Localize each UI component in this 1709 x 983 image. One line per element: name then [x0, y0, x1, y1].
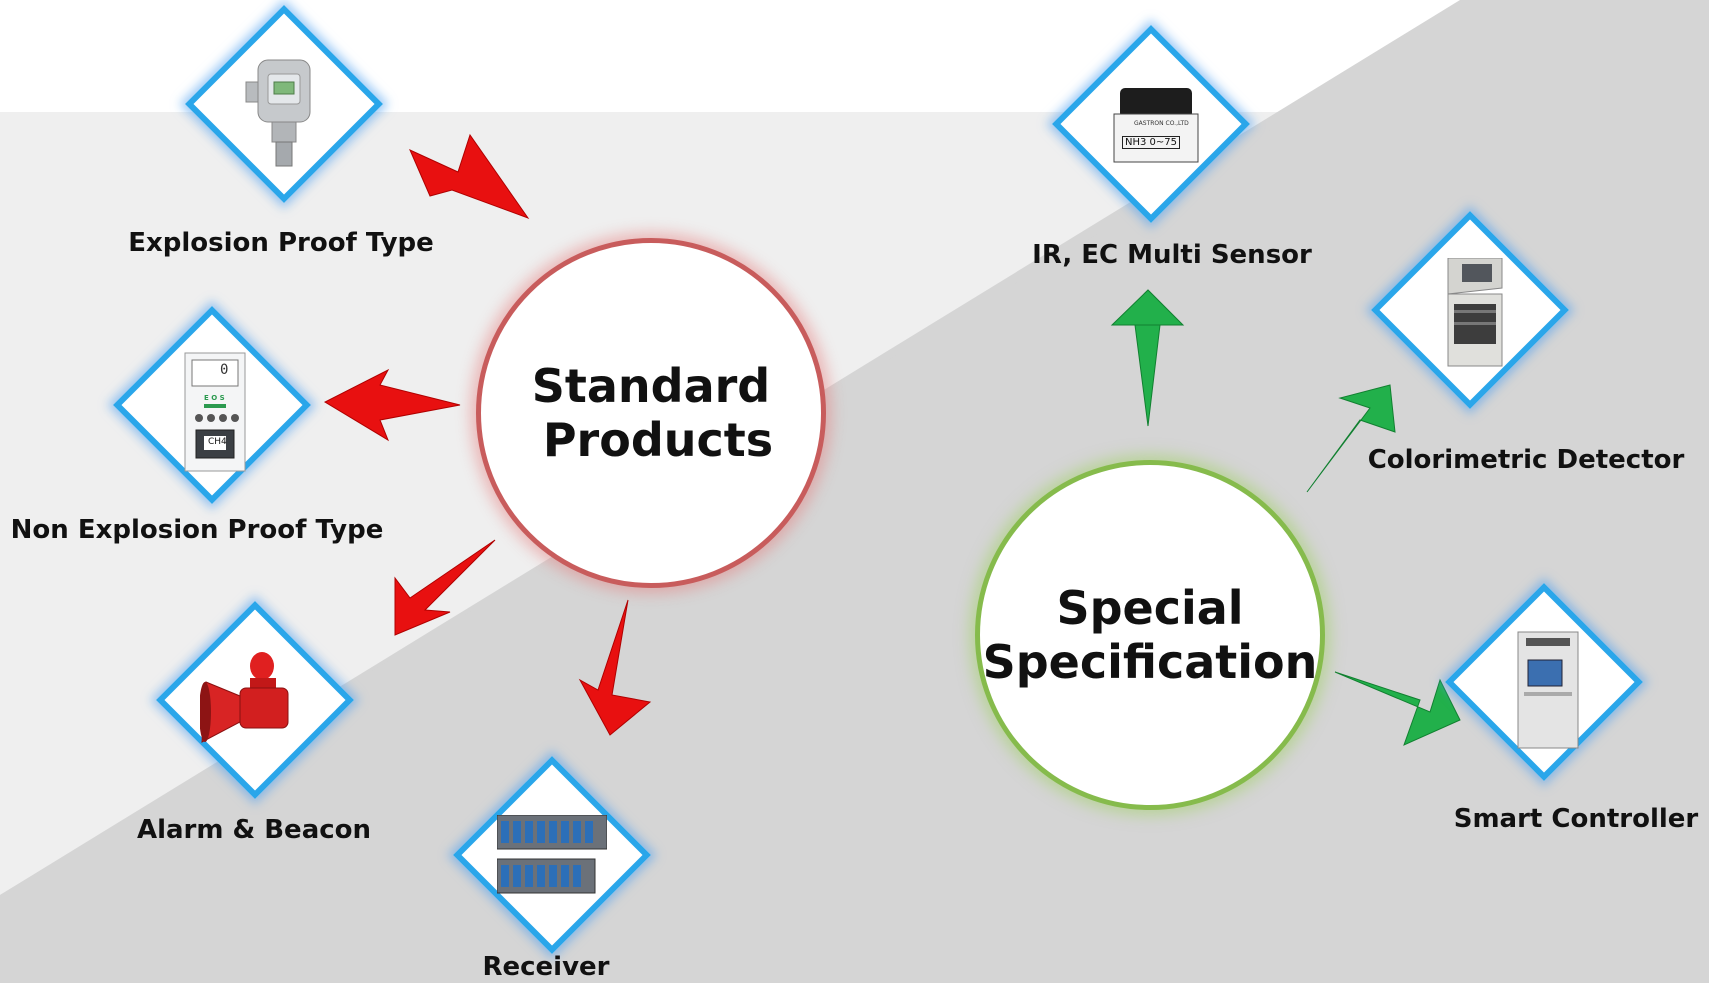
sensor-gas-print: NH3 0~75	[1122, 136, 1181, 149]
label-receiver: Receiver	[482, 952, 610, 982]
arrow-to-ir-sensor	[1110, 289, 1185, 427]
arrow-to-colorimetric	[1306, 384, 1396, 493]
label-non-explosion-proof: Non Explosion Proof Type	[10, 515, 384, 545]
arrow-to-smart-controller	[1334, 671, 1461, 746]
panel-gas: CH4	[208, 437, 227, 447]
alarm-siren-icon	[200, 652, 289, 743]
smart-controller-cabinet-icon	[1517, 631, 1579, 749]
standard-products-hub: Standard Products	[476, 238, 826, 588]
label-alarm-beacon: Alarm & Beacon	[136, 815, 372, 845]
explosion-proof-transmitter-icon	[245, 59, 311, 167]
special-hub-line2: Specification	[982, 635, 1318, 689]
ir-sensor-icon	[1113, 88, 1199, 163]
standard-hub-line2: Products	[542, 413, 774, 467]
sensor-brand-print: GASTRON CO.,LTD	[1134, 120, 1189, 127]
label-explosion-proof: Explosion Proof Type	[128, 228, 434, 258]
colorimetric-detector-icon	[1447, 258, 1503, 367]
label-colorimetric: Colorimetric Detector	[1367, 445, 1685, 475]
special-specification-hub: Special Specification	[975, 460, 1325, 810]
label-ir-sensor: IR, EC Multi Sensor	[1032, 240, 1312, 270]
non-explosion-proof-detector-icon	[184, 352, 246, 472]
arrow-to-alarm	[394, 539, 496, 636]
arrow-to-receiver	[578, 599, 652, 736]
special-hub-line1: Special	[1056, 580, 1244, 635]
standard-hub-line1: Standard	[531, 358, 771, 413]
lcd-reading: 0	[220, 362, 229, 378]
arrow-to-explosion-proof	[409, 133, 530, 220]
receiver-rack-icon	[497, 815, 607, 894]
arrow-to-non-explosion-proof	[323, 368, 461, 442]
panel-brand: E O S	[204, 394, 225, 402]
label-smart-controller: Smart Controller	[1453, 804, 1699, 834]
